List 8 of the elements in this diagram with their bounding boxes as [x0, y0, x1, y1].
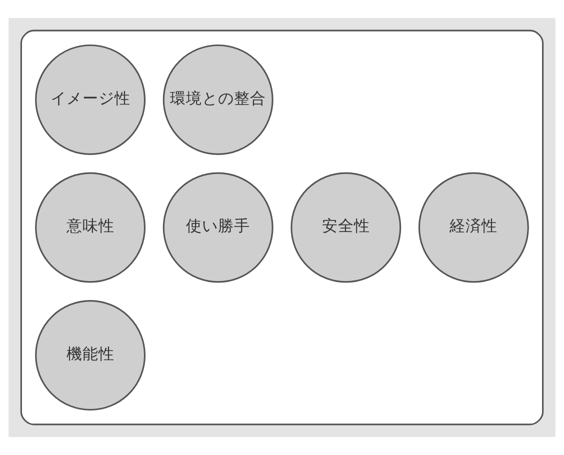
node-circle: 安全性: [290, 172, 402, 283]
node-circle: 環境との整合: [162, 44, 274, 155]
node-circle: イメージ性: [35, 44, 146, 155]
cluster: [20, 30, 544, 426]
node-circle: 機能性: [35, 300, 146, 411]
node-circle: 経済性: [418, 172, 529, 283]
node-circle: 使い勝手: [162, 172, 274, 283]
node-circle: 意味性: [35, 172, 146, 283]
